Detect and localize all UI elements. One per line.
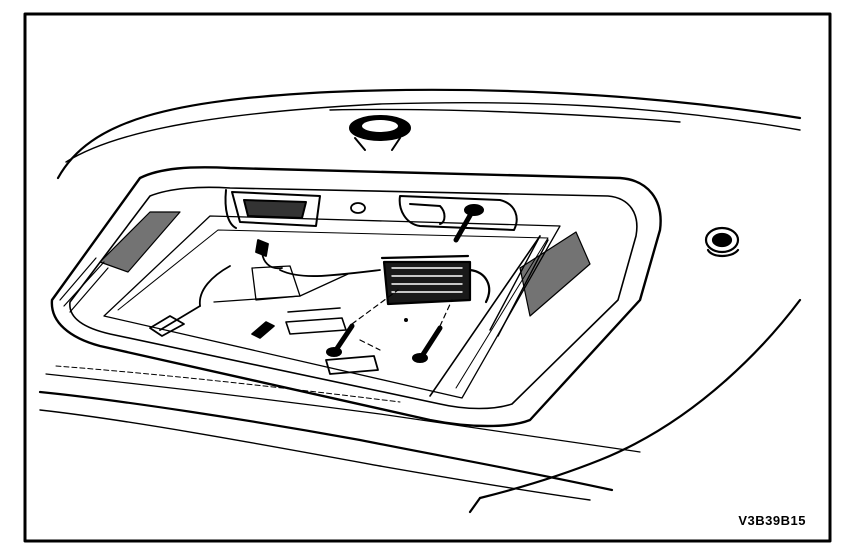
figure-reference-code: V3B39B15 (738, 513, 806, 528)
lamp-housing-left (224, 189, 321, 229)
recess-frame (50, 166, 662, 428)
lamp-housing-right (398, 195, 518, 231)
trunk-lid-body (38, 88, 802, 514)
center-tab (350, 202, 366, 214)
connector-block (380, 254, 491, 306)
figure-border (23, 12, 832, 543)
lock-cylinder (704, 226, 740, 258)
left-texture (59, 211, 181, 313)
right-texture (429, 231, 591, 397)
screw-left (326, 323, 355, 357)
alignment-dot (404, 318, 408, 322)
screw-right (412, 325, 443, 363)
emblem (349, 115, 411, 151)
wiring-harness (149, 239, 381, 337)
bottom-bracket (325, 355, 379, 375)
alignment-lines (351, 289, 453, 351)
lens-pieces (251, 307, 347, 339)
screw-top (453, 204, 484, 243)
